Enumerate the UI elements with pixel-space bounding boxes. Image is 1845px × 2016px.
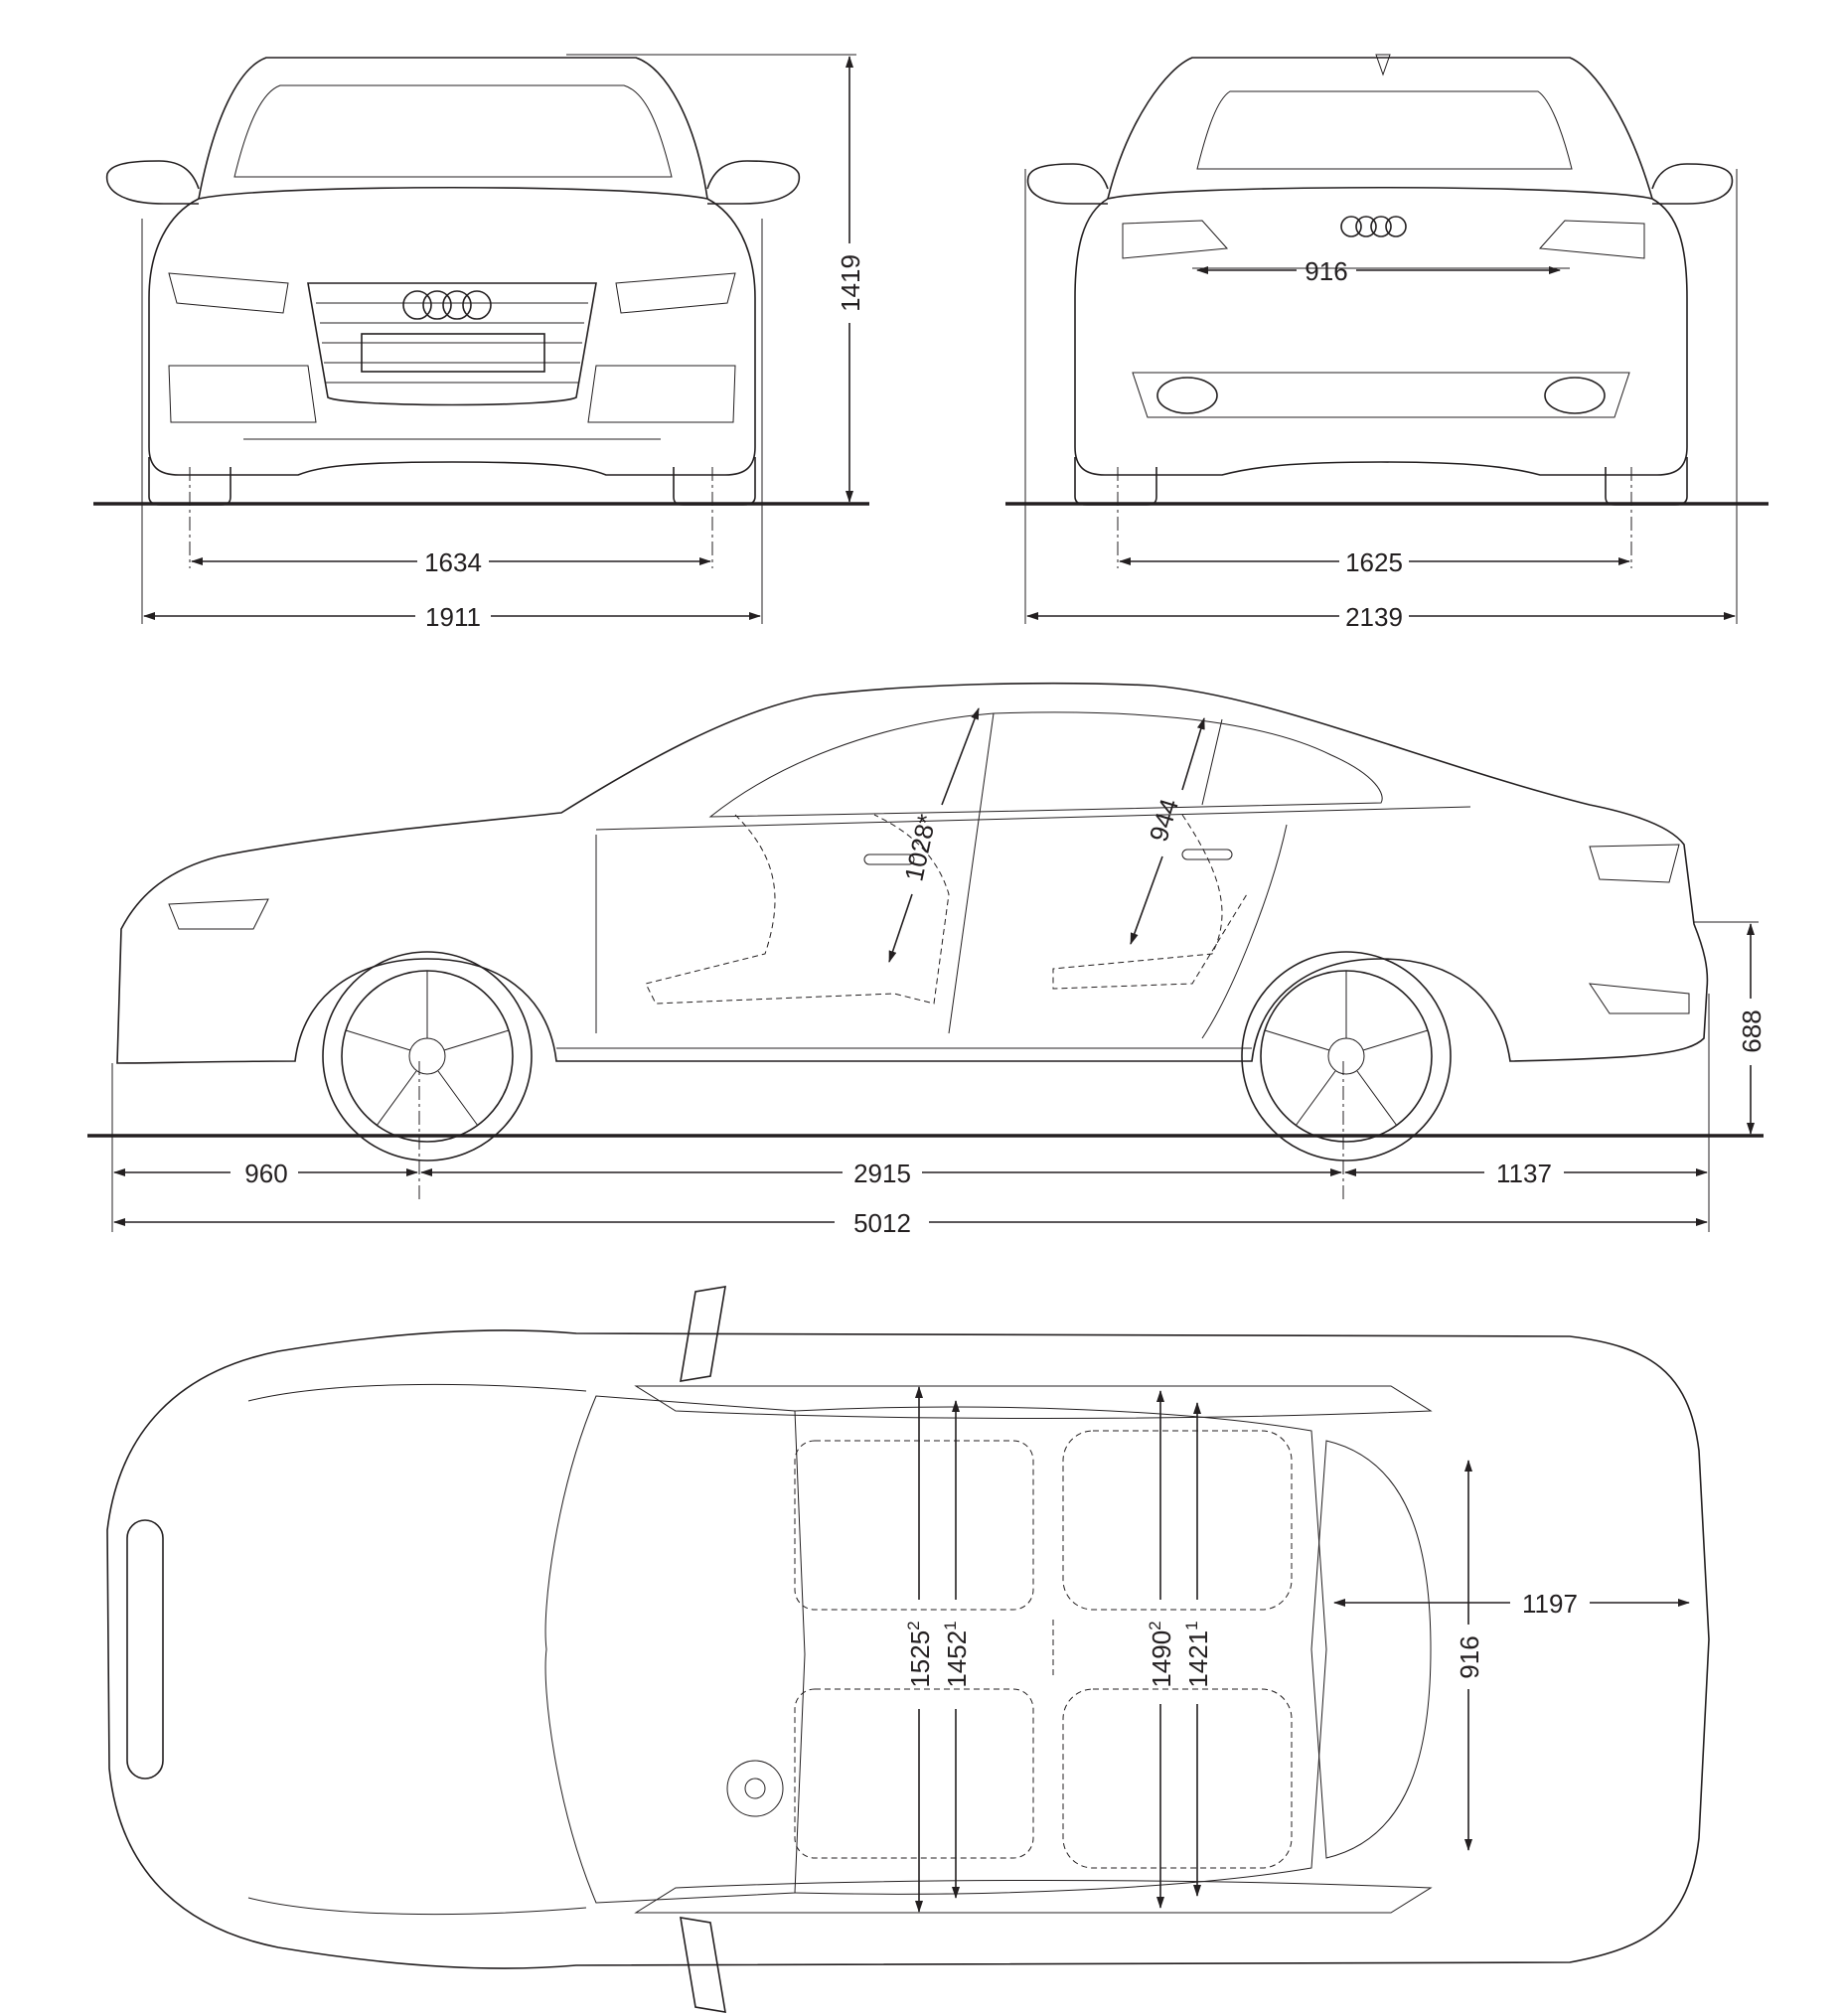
- front-view: 1634 1911 1419: [93, 54, 869, 632]
- length-label: 5012: [853, 1208, 911, 1238]
- side-car-outline: [116, 682, 1709, 1162]
- grille-mesh: [316, 302, 588, 384]
- top-car-outline: [106, 1286, 1710, 2013]
- front-headroom-label: 1028*: [898, 812, 941, 884]
- height-label: 1419: [836, 254, 865, 312]
- top-grille: [126, 1519, 164, 1780]
- front-track-label: 1634: [424, 547, 482, 577]
- trunk-opening-label: 916: [1305, 256, 1347, 286]
- exhaust-right: [1544, 377, 1606, 414]
- front-car-outline: [105, 57, 801, 506]
- exhaust-left: [1156, 377, 1218, 414]
- width-mirrors-label: 2139: [1345, 602, 1403, 632]
- top-view: 15252 14521 14902 14211 1197 916: [106, 1286, 1710, 2013]
- luggage-length-label: 1197: [1522, 1589, 1578, 1619]
- front-license-plate: [361, 333, 545, 373]
- audi-rings-rear: [1340, 216, 1407, 237]
- seat-outlines: [794, 1430, 1293, 1869]
- rear-track-label: 1625: [1345, 547, 1403, 577]
- rear-view: 916 1625 2139: [1005, 54, 1768, 632]
- rear-overhang-label: 1137: [1496, 1159, 1552, 1188]
- wheelbase-label: 2915: [853, 1159, 911, 1188]
- front-width-label: 1911: [425, 602, 481, 632]
- audi-rings-front: [402, 290, 492, 320]
- front-overhang-label: 960: [244, 1159, 287, 1188]
- dim-line-rear-headroom: [1181, 717, 1205, 791]
- front-elbow-label: 15252: [904, 1621, 935, 1687]
- side-view: 960 2915 1137 5012 688 1028* 944: [87, 682, 1767, 1238]
- rear-wheel: [1241, 951, 1452, 1162]
- luggage-width-label: 916: [1455, 1635, 1484, 1678]
- rear-headroom-label: 944: [1144, 795, 1184, 845]
- rear-car-outline: [1026, 54, 1734, 506]
- front-wheel: [322, 951, 533, 1162]
- rear-shoulder-label: 14211: [1182, 1621, 1213, 1687]
- load-sill-label: 688: [1737, 1009, 1767, 1052]
- front-shoulder-label: 14521: [941, 1621, 972, 1687]
- rear-elbow-label: 14902: [1146, 1621, 1176, 1687]
- dim-line-front-headroom: [941, 707, 980, 806]
